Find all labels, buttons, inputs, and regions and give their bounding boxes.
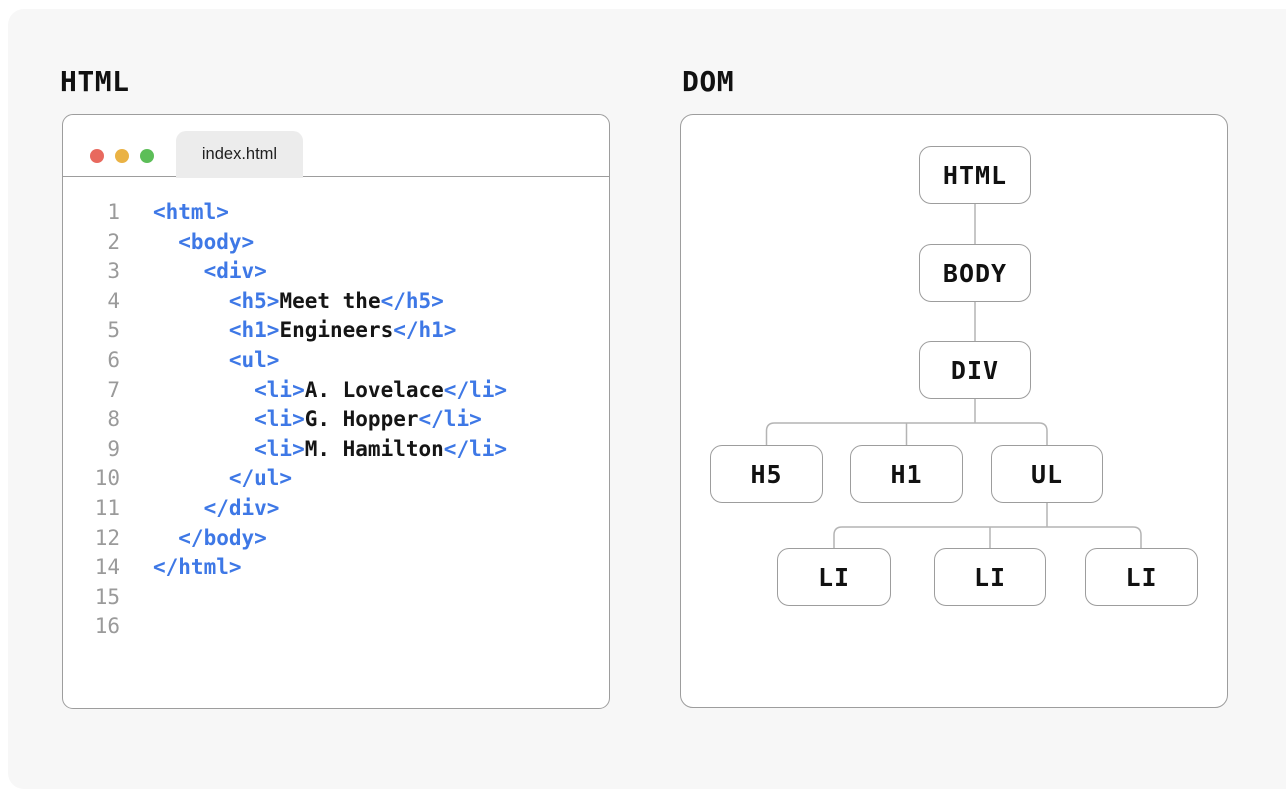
code-line: 1 <html> (63, 198, 609, 228)
line-number: 5 (107, 318, 120, 343)
code-text: <li>G. Hopper</li> (153, 407, 482, 432)
content-card: HTML DOM index.html 1<html>2 <body>3 <di… (8, 9, 1286, 789)
line-number: 4 (107, 288, 120, 313)
dom-node-li3: LI (1085, 548, 1198, 606)
code-text: <li>M. Hamilton</li> (153, 436, 508, 461)
line-number: 16 (94, 614, 120, 639)
code-text: <body> (153, 229, 255, 254)
code-text: <div> (153, 259, 267, 284)
code-text: <h1>Engineers</h1> (153, 318, 457, 343)
dom-node-ul: UL (991, 445, 1103, 503)
code-text: <html> (153, 200, 229, 224)
dom-tree-panel: HTML BODY DIV H5 H1 UL LI LI LI (680, 114, 1228, 708)
line-number: 9 (107, 436, 120, 461)
code-line: 14 </html> (63, 553, 609, 583)
line-number: 14 (94, 555, 120, 580)
code-line: 3 <div> (63, 257, 609, 287)
code-text: <ul> (153, 347, 280, 372)
code-line: 8 <li>G. Hopper</li> (63, 405, 609, 435)
line-number: 10 (94, 466, 120, 491)
code-text: </html> (153, 555, 242, 580)
code-line: 15 (63, 583, 609, 613)
code-line: 5 <h1>Engineers</h1> (63, 316, 609, 346)
code-text: </body> (153, 525, 267, 550)
code-line: 7 <li>A. Lovelace</li> (63, 376, 609, 406)
dom-node-li1: LI (777, 548, 891, 606)
dom-node-html: HTML (919, 146, 1031, 204)
line-number: 7 (107, 377, 120, 402)
code-text: </ul> (153, 466, 293, 491)
code-line: 2 <body> (63, 228, 609, 258)
line-number: 8 (107, 407, 120, 432)
code-line: 16 (63, 612, 609, 642)
line-number: 3 (107, 259, 120, 284)
line-number: 11 (94, 495, 120, 520)
line-number: 15 (94, 584, 120, 609)
code-text: <h5>Meet the</h5> (153, 288, 444, 313)
code-line: 4 <h5>Meet the</h5> (63, 287, 609, 317)
dom-node-h1: H1 (850, 445, 963, 503)
code-line: 6 <ul> (63, 346, 609, 376)
dom-node-body: BODY (919, 244, 1031, 302)
code-line: 12 </body> (63, 524, 609, 554)
code-area: 1<html>2 <body>3 <div>4 <h5>Meet the</h5… (63, 177, 609, 642)
code-text: </div> (153, 495, 280, 520)
editor-titlebar: index.html (63, 115, 609, 178)
line-number: 1 (107, 200, 120, 224)
dom-node-h5: H5 (710, 445, 823, 503)
code-line: 11 </div> (63, 494, 609, 524)
code-line: 9 <li>M. Hamilton</li> (63, 435, 609, 465)
line-number: 12 (94, 525, 120, 550)
tree-connector-lines (765, 204, 1142, 548)
code-text: <li>A. Lovelace</li> (153, 377, 508, 402)
html-section-heading: HTML (60, 65, 130, 98)
line-number: 6 (107, 347, 120, 372)
line-number: 2 (107, 229, 120, 254)
code-line: 10 </ul> (63, 464, 609, 494)
editor-tab-label: index.html (201, 144, 278, 163)
dom-node-div: DIV (919, 341, 1031, 399)
zoom-traffic-light-button[interactable] (140, 149, 154, 163)
dom-section-heading: DOM (682, 65, 735, 98)
editor-tab-index-html[interactable]: index.html (176, 131, 303, 178)
code-editor-window: index.html 1<html>2 <body>3 <div>4 <h5>M… (62, 114, 610, 709)
close-traffic-light-button[interactable] (90, 149, 104, 163)
minimize-traffic-light-button[interactable] (115, 149, 129, 163)
dom-node-li2: LI (934, 548, 1046, 606)
